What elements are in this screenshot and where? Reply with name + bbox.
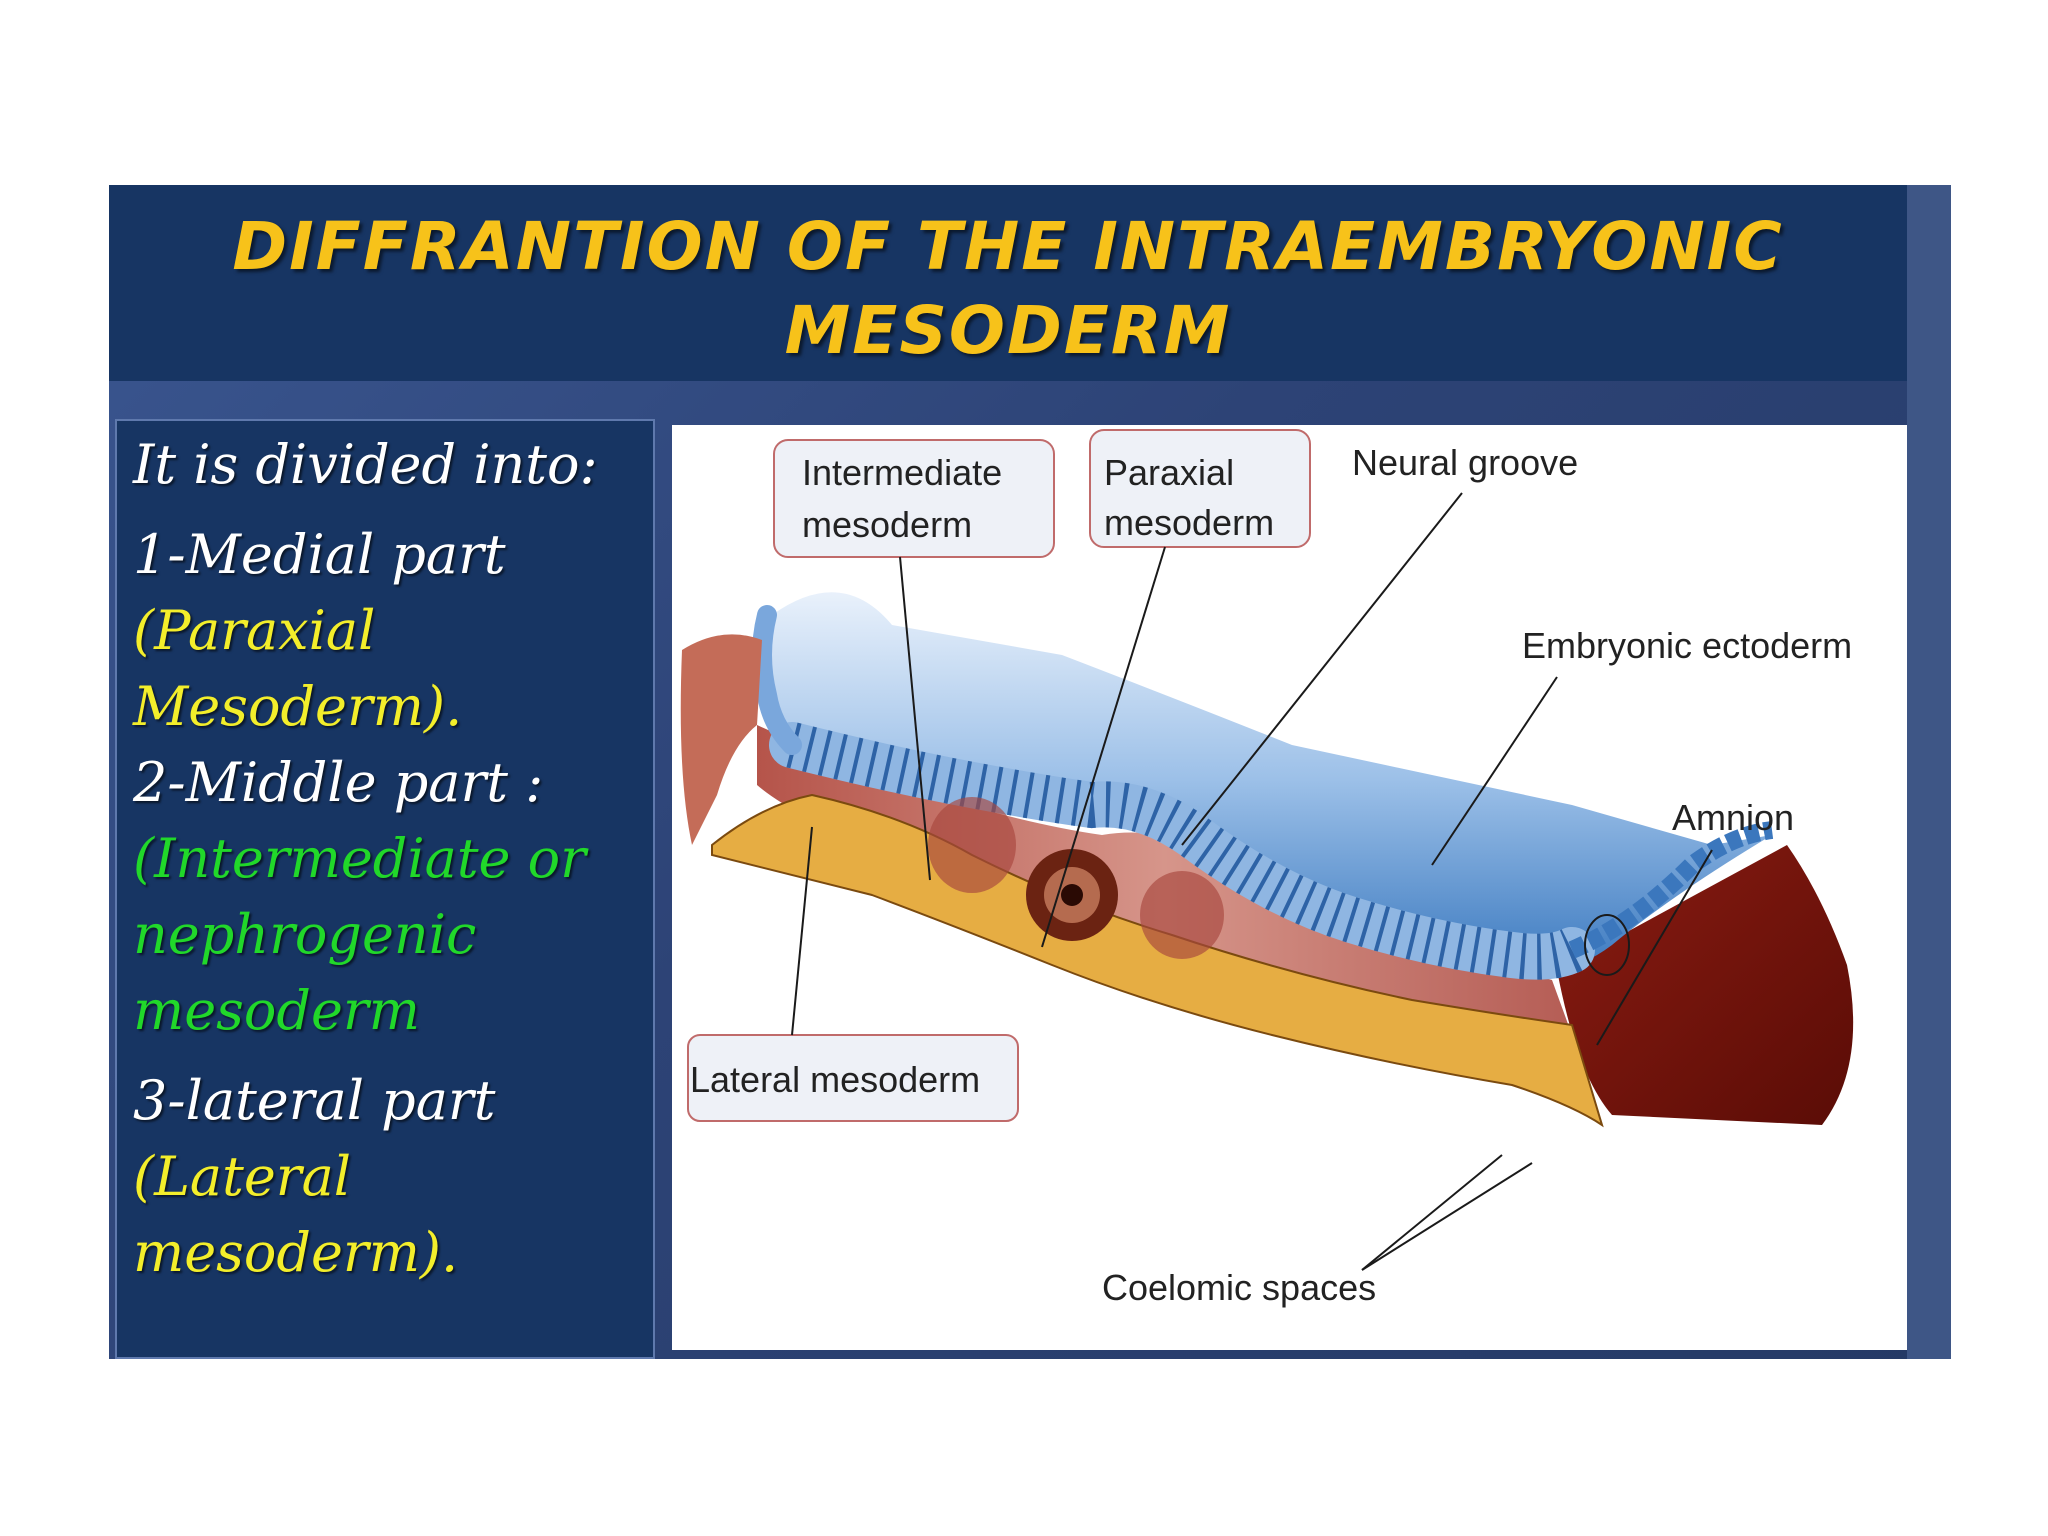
label-amnion: Amnion — [1672, 797, 1794, 838]
label-intermediate-1: Intermediate — [802, 452, 1002, 493]
middle-part-heading: 2-Middle part : — [133, 751, 544, 814]
lateral-part-heading: 3-lateral part — [133, 1069, 496, 1132]
label-box-lateral — [687, 1034, 1019, 1122]
slide-header: DIFFRANTION OF THE INTRAEMBRYONIC MESODE… — [109, 185, 1907, 381]
cut-face — [1557, 845, 1854, 1125]
leader-lines — [791, 492, 1713, 1271]
lateral-part-detail-1: (Lateral — [133, 1145, 352, 1208]
medial-part-detail-2: Mesoderm). — [133, 675, 463, 738]
label-box-paraxial — [1089, 429, 1311, 548]
middle-part-detail-2: nephrogenic — [133, 903, 477, 966]
slide: DIFFRANTION OF THE INTRAEMBRYONIC MESODE… — [109, 185, 1951, 1359]
somite-right — [1140, 871, 1224, 959]
bullet-list: It is divided into: 1-Medial part (Parax… — [133, 427, 653, 1291]
amnion-edge — [1568, 821, 1774, 959]
label-intermediate-2: mesoderm — [802, 504, 972, 545]
mesoderm-illustration: Intermediate mesoderm Paraxial mesoderm … — [680, 429, 1854, 1308]
ectoderm-fold-left — [752, 605, 802, 755]
label-lateral-mesoderm: Lateral mesoderm — [690, 1059, 980, 1100]
label-box-intermediate — [773, 439, 1055, 558]
lateral-fold-left — [680, 634, 762, 845]
label-embryonic-ectoderm: Embryonic ectoderm — [1522, 625, 1852, 666]
somite-left — [928, 797, 1016, 893]
text-panel: It is divided into: 1-Medial part (Parax… — [115, 419, 655, 1359]
decorative-side-bar — [1907, 185, 1951, 1359]
label-neural-groove: Neural groove — [1352, 442, 1578, 483]
label-paraxial-2: mesoderm — [1104, 502, 1274, 543]
medial-part-heading: 1-Medial part — [133, 523, 506, 586]
mesoderm-diagram: Intermediate mesoderm Paraxial mesoderm … — [672, 425, 1907, 1350]
medial-part-detail-1: (Paraxial — [133, 599, 376, 662]
intro-text: It is divided into: — [133, 433, 598, 496]
lateral-part-detail-2: mesoderm). — [133, 1221, 459, 1284]
ectoderm-surface — [762, 592, 1772, 968]
middle-part-detail-3: mesoderm — [133, 979, 420, 1042]
title-line-2: MESODERM — [784, 292, 1232, 369]
slide-title: DIFFRANTION OF THE INTRAEMBRYONIC MESODE… — [109, 205, 1907, 373]
middle-part-detail-1: (Intermediate or — [133, 827, 586, 890]
label-paraxial-1: Paraxial — [1104, 452, 1234, 493]
title-line-1: DIFFRANTION OF THE INTRAEMBRYONIC — [232, 208, 1784, 285]
label-coelomic-spaces: Coelomic spaces — [1102, 1267, 1376, 1308]
